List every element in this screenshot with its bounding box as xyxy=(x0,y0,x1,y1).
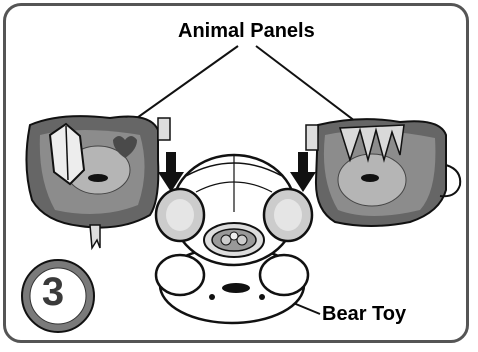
left-animal-panel xyxy=(26,116,170,248)
bear-toy-illustration xyxy=(156,155,312,323)
right-animal-panel xyxy=(306,119,460,226)
animal-panels-label: Animal Panels xyxy=(178,20,315,43)
step-number: 3 xyxy=(18,270,88,315)
bear-toy-label: Bear Toy xyxy=(322,303,406,326)
down-arrow-right xyxy=(290,152,316,192)
